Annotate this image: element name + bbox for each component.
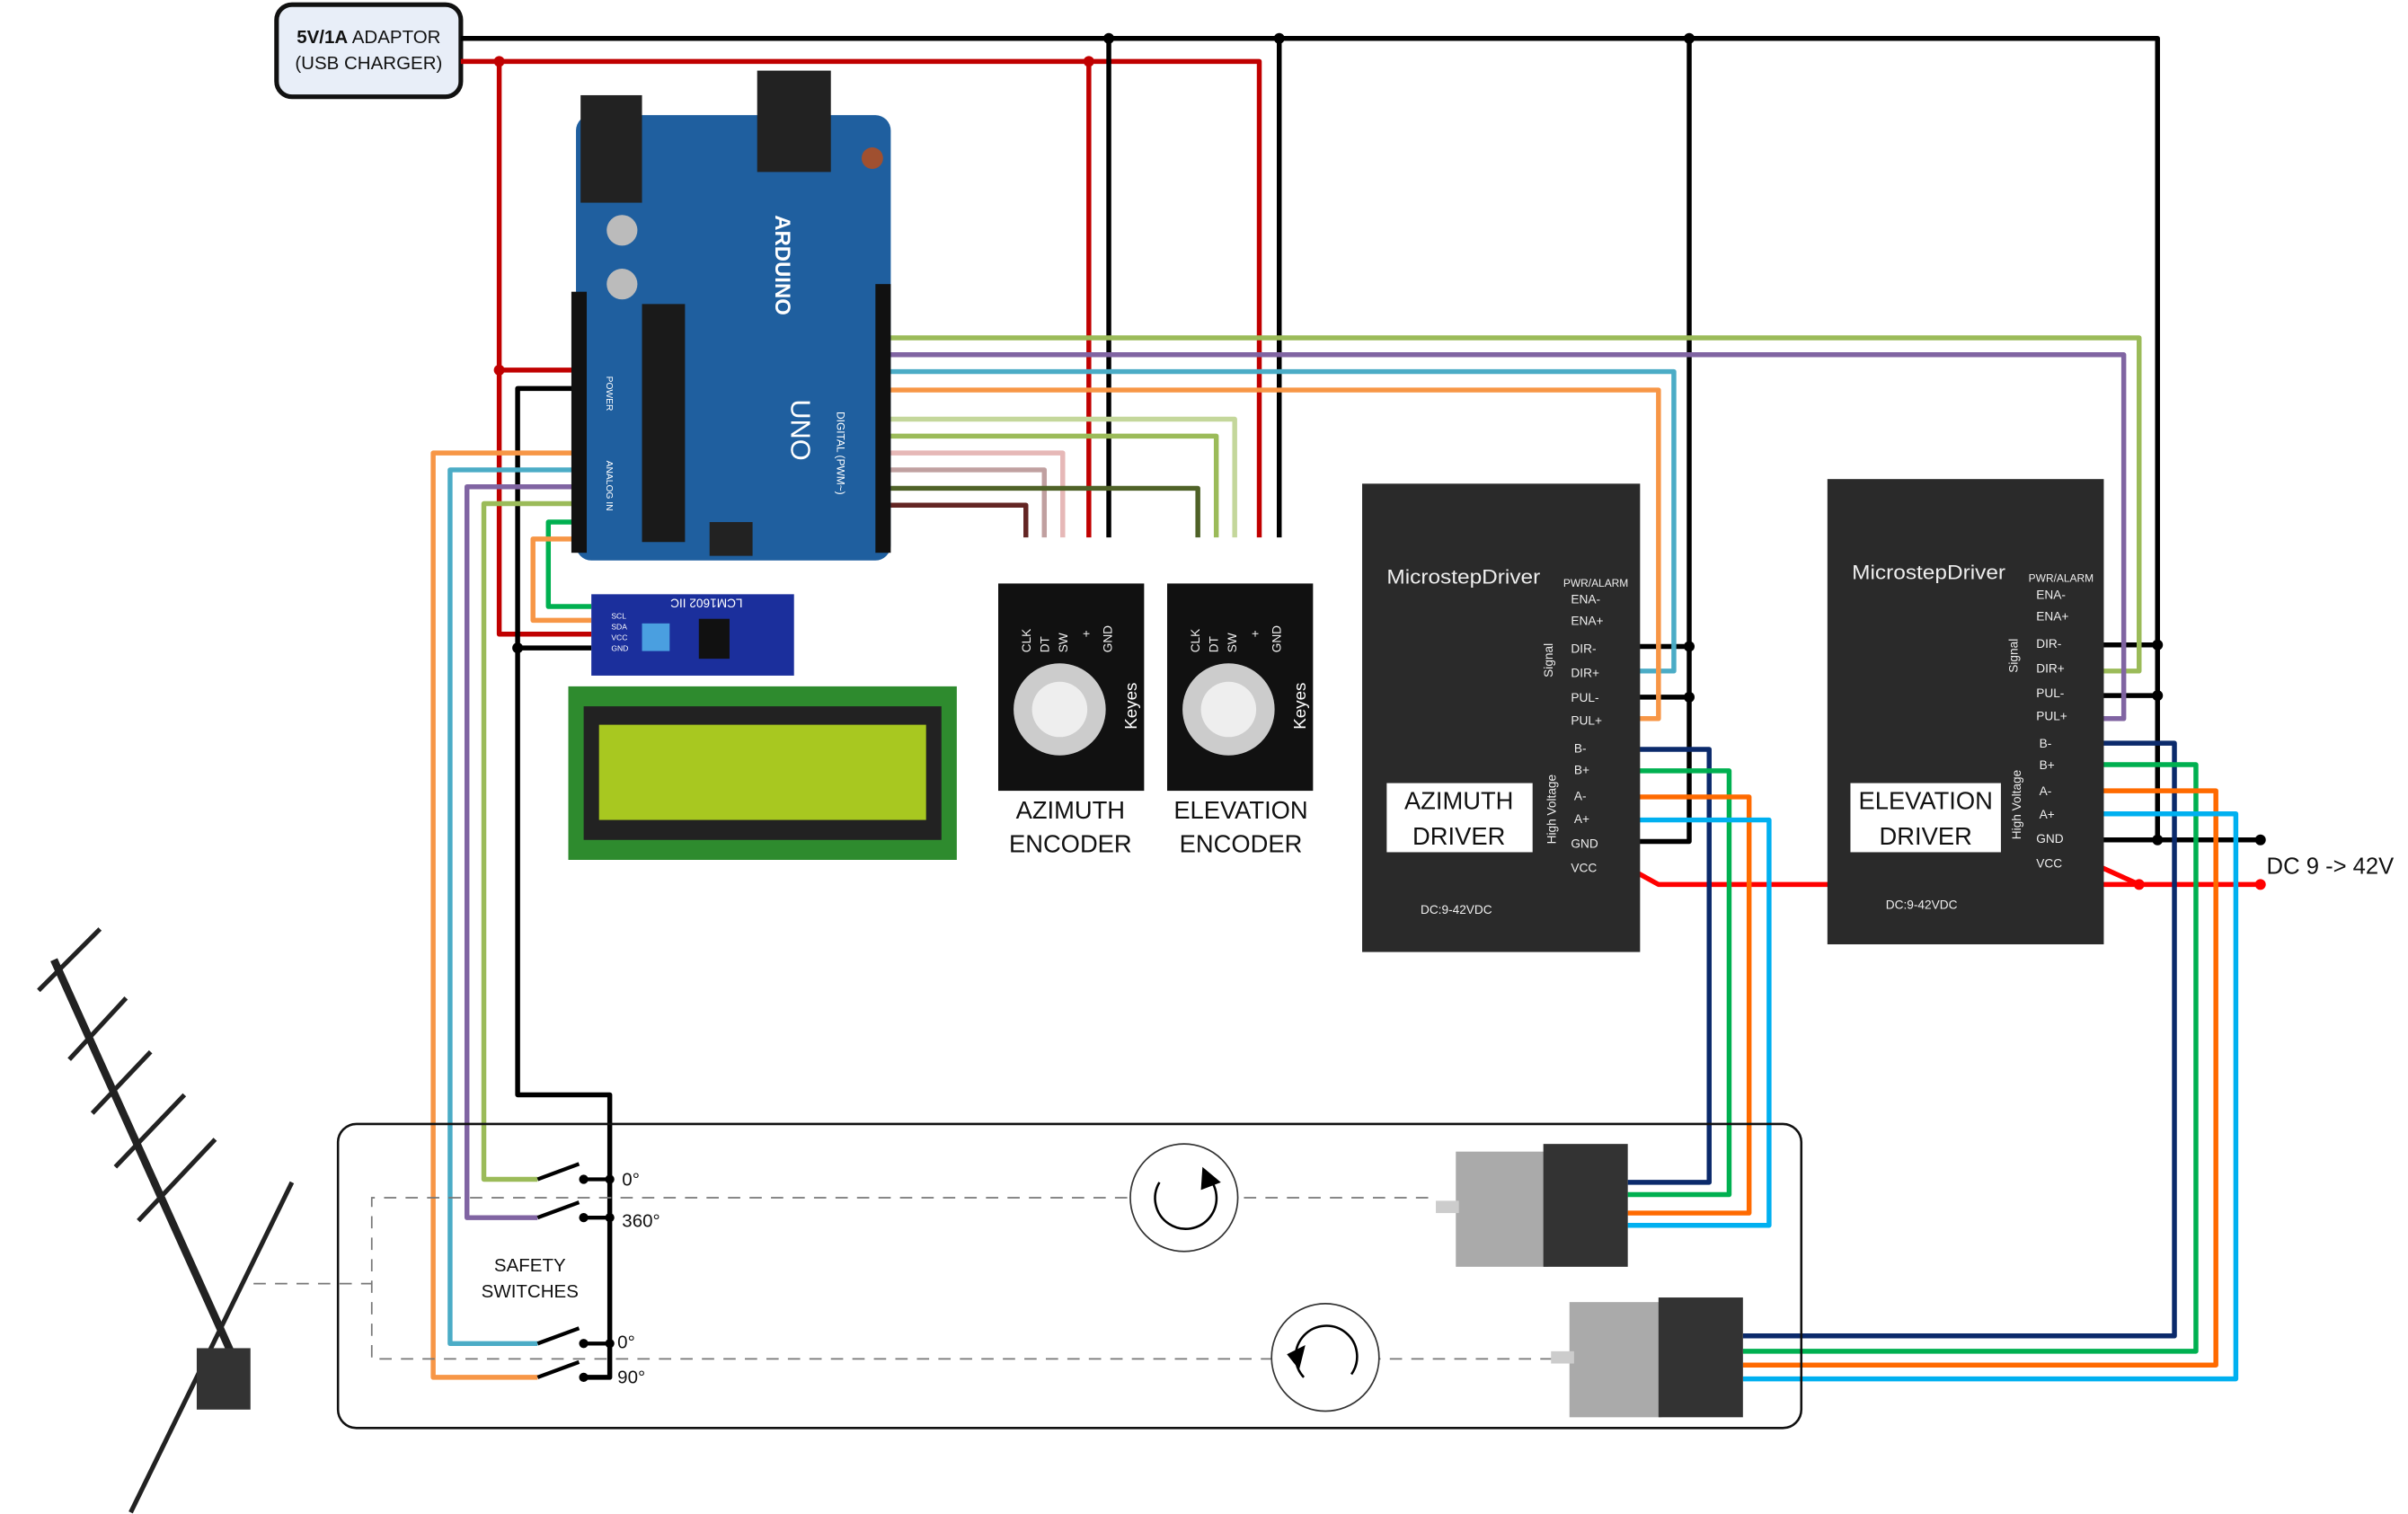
lcd-module-label: LCM1602 IIC: [670, 596, 743, 609]
adaptor-label: ADAPTOR: [348, 27, 440, 48]
azimuth-encoder-label-1: AZIMUTH: [1016, 796, 1125, 824]
switch-label-el-90: 90°: [617, 1368, 645, 1388]
azimuth-encoder-pin-clk: CLK: [1020, 629, 1033, 653]
lcd-pin-scl: SCL: [611, 612, 626, 621]
lcd-pin-gnd: GND: [611, 644, 628, 653]
lcd-display: [568, 686, 957, 860]
azimuth-terminal-b-minus: B-: [1574, 741, 1587, 755]
lcd-i2c-module: LCM1602 IIC SCL SDA VCC GND: [591, 594, 794, 676]
elevation-terminal-b-minus: B-: [2040, 737, 2052, 750]
elevation-terminal-ena-minus: ENA-: [2036, 588, 2066, 601]
switch-label-az-0: 0°: [622, 1169, 640, 1190]
elevation-driver-rating: DC:9-42VDC: [1886, 899, 1958, 912]
safety-switches-title-2: SWITCHES: [482, 1281, 579, 1302]
switch-label-az-360: 360°: [622, 1210, 660, 1231]
azimuth-encoder-brand: Keyes: [1121, 683, 1140, 730]
elevation-encoder-label-1: ELEVATION: [1173, 796, 1307, 824]
elevation-encoder: CLK DT SW + GND ELEVATION ENCODER Keyes: [1166, 583, 1314, 857]
arduino-power-label: POWER: [604, 376, 614, 412]
elevation-encoder-pin-clk: CLK: [1189, 629, 1202, 653]
azimuth-driver-signal-label: Signal: [1542, 643, 1555, 677]
elevation-driver-label-2: DRIVER: [1880, 822, 1972, 850]
elevation-terminal-gnd: GND: [2036, 832, 2063, 846]
dc-power-label: DC 9 -> 42V: [2267, 854, 2395, 879]
azimuth-terminal-vcc: VCC: [1571, 862, 1597, 875]
azimuth-encoder-pin-sw: SW: [1057, 633, 1070, 652]
power-wires: [460, 32, 2266, 1380]
elevation-stepper-motor: [1551, 1297, 1743, 1418]
arduino-digital-label: DIGITAL (PWM~): [835, 412, 847, 495]
azimuth-terminal-a-minus: A-: [1574, 789, 1587, 802]
elevation-driver-hv-label: High Voltage: [2010, 770, 2023, 839]
azimuth-terminal-dir-plus: DIR+: [1571, 667, 1599, 680]
elevation-driver-signal-label: Signal: [2007, 639, 2021, 673]
elevation-terminal-a-plus: A+: [2040, 808, 2055, 821]
elevation-encoder-pin-sw: SW: [1226, 633, 1239, 652]
azimuth-terminal-pul-minus: PUL-: [1571, 691, 1598, 704]
azimuth-terminal-a-plus: A+: [1574, 812, 1589, 826]
adaptor-rating: 5V/1A: [297, 27, 348, 48]
mechanics-frame: [253, 1122, 1803, 1430]
arduino-analog-label: ANALOG IN: [604, 461, 614, 511]
azimuth-driver-label-1: AZIMUTH: [1404, 787, 1513, 815]
azimuth-driver-title: MicrostepDriver: [1386, 565, 1541, 588]
azimuth-driver-rating: DC:9-42VDC: [1421, 903, 1492, 916]
arduino-uno-board: ARDUINO UNO DIGITAL (PWM~) POWER ANALOG …: [571, 70, 891, 561]
elevation-driver-title: MicrostepDriver: [1852, 561, 2006, 583]
arduino-brand: ARDUINO: [770, 215, 794, 315]
lcd-pin-vcc: VCC: [611, 633, 627, 642]
adaptor-subtitle: (USB CHARGER): [295, 53, 442, 74]
azimuth-stepper-motor: [1436, 1144, 1628, 1267]
elevation-encoder-pin-plus: +: [1249, 630, 1262, 637]
azimuth-encoder-pin-dt: DT: [1038, 635, 1051, 652]
azimuth-terminal-ena-plus: ENA+: [1571, 615, 1603, 628]
elevation-terminal-b-plus: B+: [2040, 758, 2055, 772]
elevation-encoder-brand: Keyes: [1290, 683, 1309, 730]
elevation-terminal-dir-plus: DIR+: [2036, 662, 2065, 676]
svg-text:5V/1A ADAPTOR: 5V/1A ADAPTOR: [297, 27, 440, 48]
safety-switches: SAFETY SWITCHES 0° 360° 0° 90°: [482, 1162, 660, 1388]
elevation-encoder-pin-gnd: GND: [1270, 625, 1283, 652]
azimuth-terminal-gnd: GND: [1571, 837, 1598, 850]
switch-label-el-0: 0°: [617, 1332, 635, 1352]
elevation-terminal-vcc: VCC: [2036, 857, 2062, 871]
elevation-driver-label-1: ELEVATION: [1859, 787, 1993, 815]
elevation-terminal-ena-plus: ENA+: [2036, 609, 2068, 623]
azimuth-terminal-b-plus: B+: [1574, 763, 1589, 776]
azimuth-driver-label-2: DRIVER: [1412, 822, 1505, 850]
azimuth-encoder: CLK DT SW + GND AZIMUTH ENCODER Keyes: [998, 583, 1145, 857]
azimuth-encoder-label-2: ENCODER: [1009, 829, 1132, 857]
azimuth-terminal-pul-plus: PUL+: [1571, 714, 1602, 728]
elevation-driver: MicrostepDriver PWR/ALARM Signal High Vo…: [1827, 479, 2104, 944]
yagi-antenna-icon: [37, 927, 295, 1514]
azimuth-driver-hv-label: High Voltage: [1545, 775, 1558, 844]
azimuth-driver: MicrostepDriver PWR/ALARM Signal High Vo…: [1362, 483, 1641, 952]
azimuth-encoder-pin-plus: +: [1080, 630, 1093, 637]
elevation-terminal-pul-plus: PUL+: [2036, 709, 2067, 722]
elevation-encoder-label-2: ENCODER: [1180, 829, 1303, 857]
elevation-terminal-dir-minus: DIR-: [2036, 637, 2061, 651]
azimuth-driver-alarm: PWR/ALARM: [1563, 577, 1628, 589]
signal-wires: [430, 335, 2239, 1382]
elevation-terminal-a-minus: A-: [2040, 784, 2052, 798]
azimuth-encoder-pin-gnd: GND: [1101, 625, 1114, 652]
azimuth-terminal-dir-minus: DIR-: [1571, 642, 1596, 655]
safety-switches-title-1: SAFETY: [494, 1255, 566, 1276]
elevation-driver-alarm: PWR/ALARM: [2029, 572, 2094, 585]
lcd-pin-sda: SDA: [611, 623, 627, 632]
elevation-terminal-pul-minus: PUL-: [2036, 686, 2064, 700]
elevation-encoder-pin-dt: DT: [1207, 635, 1220, 652]
arduino-model: UNO: [784, 399, 816, 460]
azimuth-terminal-ena-minus: ENA-: [1571, 593, 1600, 606]
adaptor-box: 5V/1A ADAPTOR (USB CHARGER): [274, 2, 464, 100]
